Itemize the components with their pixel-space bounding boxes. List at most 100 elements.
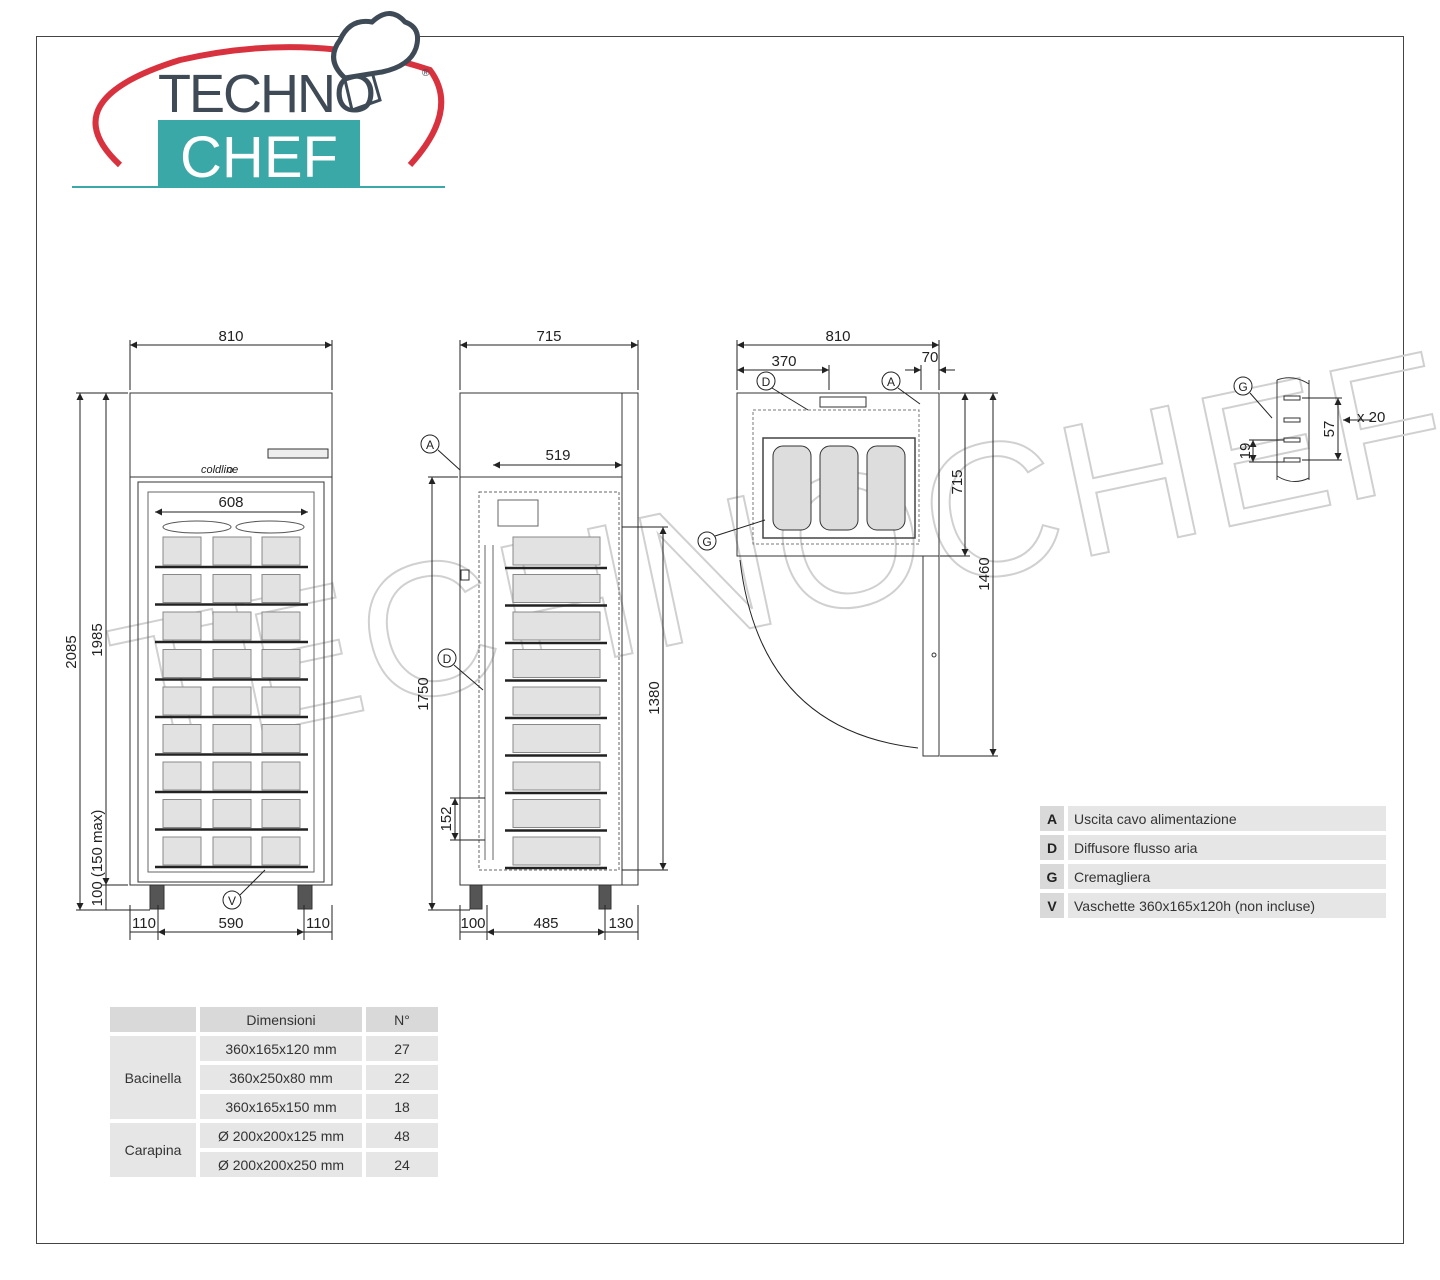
table-header-row: Dimensioni N° (110, 1007, 438, 1032)
table-header: Dimensioni (200, 1007, 362, 1032)
front-pan (212, 574, 252, 603)
top-view (736, 392, 940, 757)
legend-letter: V (1040, 893, 1064, 918)
table-cell-n: 24 (366, 1152, 438, 1177)
side-cabinet (459, 392, 639, 886)
table-row: 360x250x80 mm 22 (110, 1065, 438, 1090)
front-pan (162, 574, 202, 603)
front-pan (162, 836, 202, 866)
front-dim-bottom-right: 110 (306, 915, 330, 932)
side-evaporator (497, 499, 539, 527)
front-pan (261, 761, 301, 791)
front-callout-v: V (222, 869, 266, 910)
logo-swoosh (92, 44, 445, 168)
side-dim-bottom-right: 130 (608, 915, 633, 932)
svg-text:A: A (887, 375, 895, 389)
side-pan (512, 836, 601, 866)
table-header: N° (366, 1007, 438, 1032)
front-dimensions (76, 340, 333, 940)
drawing-frame (36, 36, 1404, 1244)
side-foot-left (469, 884, 483, 910)
front-dim-height: 1985 (89, 623, 106, 656)
front-pan (212, 761, 252, 791)
rack-dimensions (1249, 397, 1372, 463)
side-dim-pitch: 152 (438, 806, 455, 831)
top-callout-a: A (881, 371, 921, 405)
side-pan (512, 649, 601, 678)
table-row: Bacinella 360x165x120 mm 27 (110, 1036, 438, 1119)
front-dim-inner-width: 608 (218, 494, 243, 511)
door-swing-arc (739, 559, 919, 749)
table-row: 360x165x150 mm 18 (110, 1094, 438, 1119)
side-pan (512, 761, 601, 791)
table-cell-n: 27 (366, 1036, 438, 1061)
side-dim-inner-depth: 519 (545, 447, 570, 464)
front-pan (261, 649, 301, 678)
watermark-text: TECHNOCHEF.IT (94, 266, 1440, 800)
table-cell-dim: Ø 200x200x125 mm (200, 1123, 362, 1148)
rack-callout-g: G (1233, 376, 1273, 419)
side-callout-d: D (437, 648, 484, 691)
table-cell-n: 48 (366, 1123, 438, 1148)
front-dim-bottom-middle: 590 (218, 915, 243, 932)
top-dim-open-depth: 1460 (976, 557, 993, 590)
front-pan (212, 649, 252, 678)
top-dim-offset: 370 (771, 353, 796, 370)
front-pan (261, 724, 301, 753)
top-callout-d: D (756, 371, 809, 411)
side-dimensions (428, 340, 668, 940)
logo-line1: TECHNO (158, 64, 374, 124)
top-pan-rack (762, 437, 916, 539)
svg-text:A: A (426, 438, 434, 452)
legend-text: Cremagliera (1068, 864, 1386, 889)
front-pan (261, 836, 301, 866)
chef-hat-icon (331, 11, 421, 112)
table-row: Carapina Ø 200x200x125 mm 48 (110, 1123, 438, 1177)
front-cabinet (129, 392, 333, 886)
front-pan (261, 574, 301, 603)
svg-text:D: D (762, 375, 771, 389)
front-pan (261, 611, 301, 641)
table-cell-dim: 360x165x150 mm (200, 1094, 362, 1119)
svg-text:V: V (228, 894, 236, 908)
side-dim-bottom-left: 100 (460, 915, 485, 932)
top-cabinet (736, 392, 940, 557)
front-pan (212, 686, 252, 716)
svg-text:G: G (1238, 380, 1247, 394)
front-pan (212, 724, 252, 753)
rack-dim-slot: 19 (1237, 443, 1254, 460)
foot-left (149, 884, 165, 910)
rack-dim-count: x 20 (1357, 409, 1385, 426)
svg-text:G: G (702, 535, 711, 549)
front-dim-feet-height: 100 (150 max) (89, 810, 106, 907)
front-pan (261, 686, 301, 716)
side-pan (512, 799, 601, 828)
table-group-label: Carapina (110, 1123, 196, 1177)
table-cell-dim: 360x250x80 mm (200, 1065, 362, 1090)
front-pan (212, 536, 252, 566)
legend-letter: A (1040, 806, 1064, 831)
front-pan (212, 836, 252, 866)
logo-line2: CHEF (180, 125, 338, 190)
side-dim-bottom-middle: 485 (533, 915, 558, 932)
front-dim-total-height: 2085 (63, 635, 80, 668)
table-group-label: Bacinella (110, 1036, 196, 1119)
side-dim-rack-height: 1380 (646, 681, 663, 714)
table-row: Ø 200x200x250 mm 24 (110, 1152, 438, 1177)
legend-letter: D (1040, 835, 1064, 860)
rack-dim-pitch: 57 (1321, 421, 1338, 438)
front-view (129, 392, 333, 910)
table-cell-n: 22 (366, 1065, 438, 1090)
logo-registered: ® (422, 68, 430, 79)
side-pan (512, 536, 601, 566)
front-door (137, 481, 325, 883)
svg-text:D: D (443, 652, 452, 666)
side-callout-a: A (420, 434, 461, 471)
side-dim-depth: 715 (536, 328, 561, 345)
legend-letter: G (1040, 864, 1064, 889)
table-cell-dim: 360x165x120 mm (200, 1036, 362, 1061)
top-dimensions (736, 340, 998, 757)
